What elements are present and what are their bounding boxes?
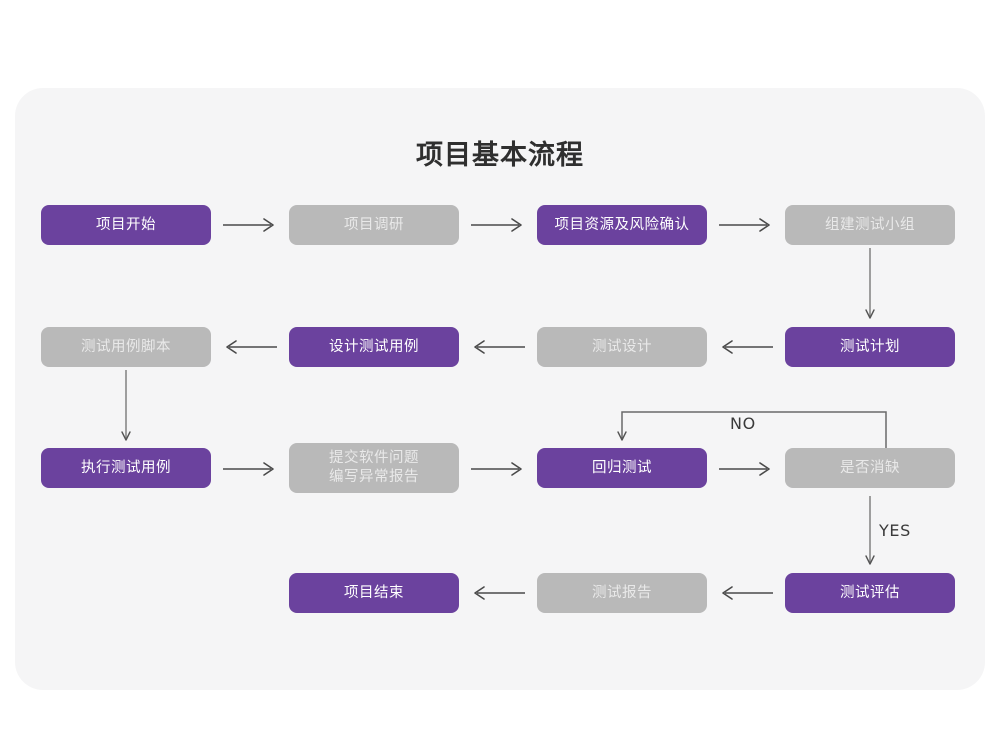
node-build-test-team[interactable]: 组建测试小组 [785, 205, 955, 245]
node-submit-issue-report[interactable]: 提交软件问题 编写异常报告 [289, 443, 459, 493]
edge-label-yes: YES [879, 521, 911, 540]
arrow-right-r3c1 [218, 457, 281, 481]
node-test-report[interactable]: 测试报告 [537, 573, 707, 613]
node-test-evaluation[interactable]: 测试评估 [785, 573, 955, 613]
arrow-right-r3c2 [466, 457, 529, 481]
arrow-left-r2c1 [218, 335, 281, 359]
node-test-design[interactable]: 测试设计 [537, 327, 707, 367]
arrow-right-r1c2 [466, 213, 529, 237]
arrow-left-r4c2 [466, 581, 529, 605]
node-resource-risk-confirm[interactable]: 项目资源及风险确认 [537, 205, 707, 245]
arrow-right-r1c1 [218, 213, 281, 237]
node-project-research[interactable]: 项目调研 [289, 205, 459, 245]
node-project-start[interactable]: 项目开始 [41, 205, 211, 245]
node-project-end[interactable]: 项目结束 [289, 573, 459, 613]
node-execute-test-case[interactable]: 执行测试用例 [41, 448, 211, 488]
node-design-test-case[interactable]: 设计测试用例 [289, 327, 459, 367]
node-regression-test[interactable]: 回归测试 [537, 448, 707, 488]
arrow-left-r2c2 [466, 335, 529, 359]
node-test-plan[interactable]: 测试计划 [785, 327, 955, 367]
node-defect-cleared[interactable]: 是否消缺 [785, 448, 955, 488]
edge-label-no: NO [730, 414, 756, 433]
node-test-case-script[interactable]: 测试用例脚本 [41, 327, 211, 367]
arrow-right-r3c3 [714, 457, 777, 481]
page-title: 项目基本流程 [416, 140, 584, 171]
arrow-left-r4c3 [714, 581, 777, 605]
arrow-left-r2c3 [714, 335, 777, 359]
arrow-right-r1c3 [714, 213, 777, 237]
